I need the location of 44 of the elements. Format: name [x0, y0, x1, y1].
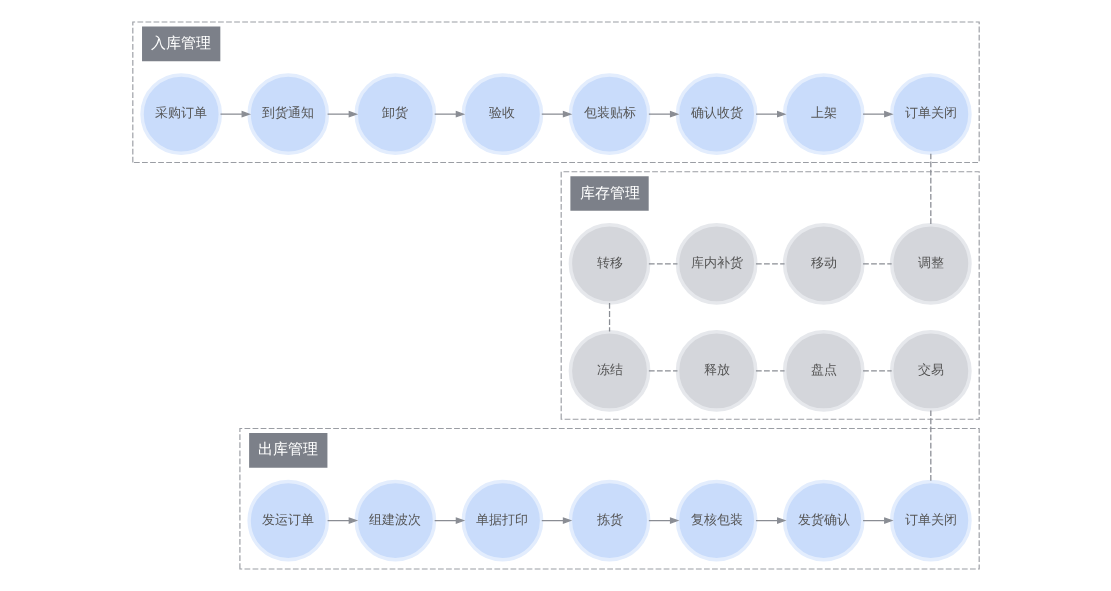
arrow — [433, 517, 465, 524]
arrow — [540, 110, 572, 118]
node-circle: 验收 — [461, 73, 543, 155]
connector — [929, 153, 931, 226]
arrow — [326, 110, 358, 118]
arrow — [861, 517, 894, 524]
node-circle: 到货通知 — [246, 73, 329, 155]
node-circle: 发运订单 — [246, 479, 329, 562]
node-circle: 库内补货 — [675, 222, 757, 305]
node-circle: 确认收货 — [675, 73, 757, 155]
connector — [929, 409, 931, 482]
node-circle: 释放 — [675, 330, 757, 412]
node-circle: 冻结 — [568, 330, 650, 412]
node-circle: 盘点 — [782, 330, 865, 412]
arrow — [326, 517, 358, 524]
node-circle: 转移 — [568, 222, 650, 305]
arrow — [647, 110, 679, 118]
connector — [861, 370, 892, 372]
arrow — [540, 517, 572, 524]
node-circle: 复核包装 — [675, 479, 757, 562]
arrow — [433, 110, 465, 118]
node-circle: 采购订单 — [139, 73, 222, 155]
node-circle: 交易 — [889, 330, 972, 412]
connector — [647, 370, 678, 372]
node-circle: 移动 — [782, 222, 865, 305]
node-circle: 组建波次 — [354, 479, 436, 562]
arrow — [219, 110, 251, 118]
arrow — [861, 110, 894, 118]
node-circle: 单据打印 — [461, 479, 543, 562]
arrow — [754, 110, 786, 118]
node-circle: 订单关闭 — [889, 479, 972, 562]
node-circle: 订单关闭 — [889, 73, 972, 155]
connector — [861, 263, 892, 265]
connector — [754, 263, 785, 265]
node-circle: 拣货 — [568, 479, 650, 562]
connector — [754, 370, 785, 372]
node-circle: 包装贴标 — [568, 73, 650, 155]
arrow — [754, 517, 786, 524]
node-circle: 上架 — [782, 73, 865, 155]
arrow — [647, 517, 679, 524]
node-circle: 卸货 — [354, 73, 436, 155]
node-circle: 发货确认 — [782, 479, 865, 562]
node-circle: 调整 — [889, 222, 972, 305]
connector — [647, 263, 678, 265]
